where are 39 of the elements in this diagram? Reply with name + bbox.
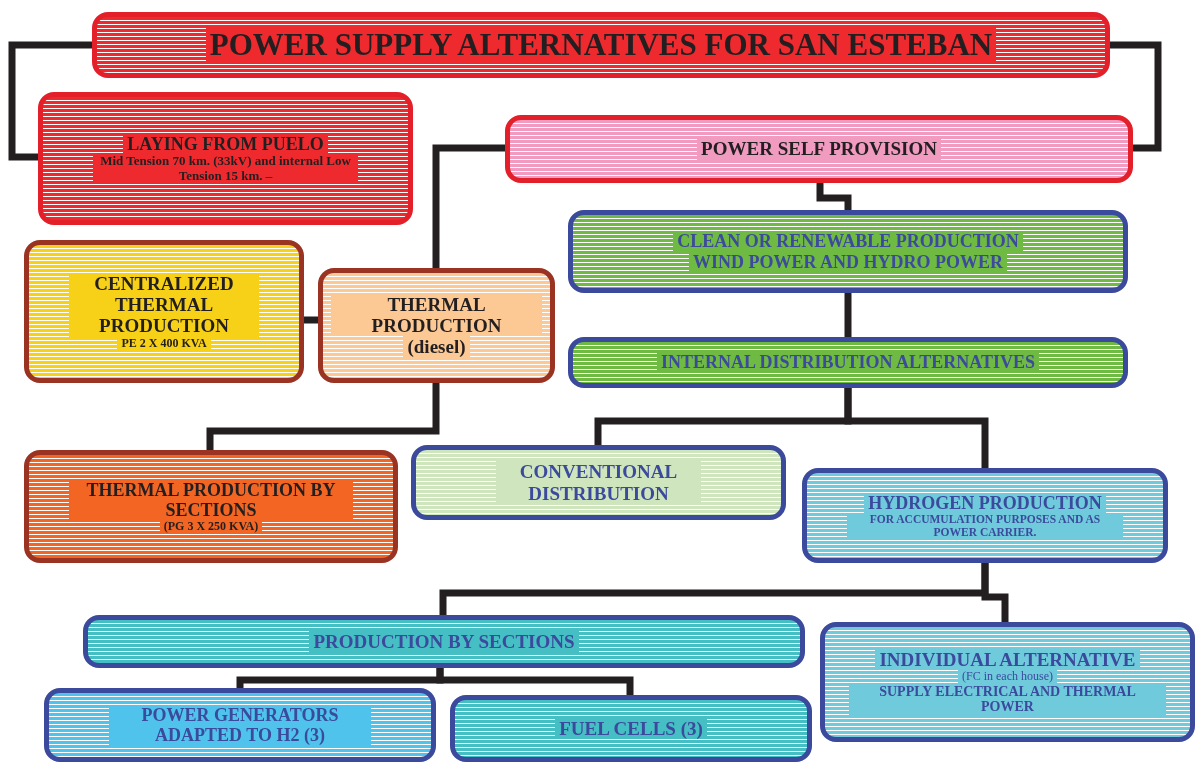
connector-line: [8, 41, 92, 161]
node-heading: LAYING FROM PUELO: [123, 133, 328, 155]
node-heading: INTERNAL DISTRIBUTION ALTERNATIVES: [656, 352, 1040, 373]
node-text: FOR ACCUMULATION PURPOSES AND AS POWER CARRIER.: [847, 512, 1123, 539]
node-heading: POWER SUPPLY ALTERNATIVES FOR SAN ESTEBAN: [205, 27, 997, 63]
connector-line: [206, 383, 440, 450]
node-heading: FUEL CELLS (3): [555, 717, 707, 740]
node-text: WIND POWER AND HYDRO POWER: [689, 251, 1007, 272]
process-box: [568, 337, 1128, 388]
connector-line: [432, 144, 505, 268]
process-box: [820, 622, 1195, 742]
process-box: [318, 268, 555, 383]
node-text: SUPPLY ELECTRICAL AND THERMAL POWER: [849, 683, 1166, 715]
process-box: [44, 688, 436, 762]
process-box: [24, 450, 398, 563]
node-heading: CONVENTIONAL DISTRIBUTION: [496, 461, 701, 504]
node-text: Mid Tension 70 km. (33kV) and internal Low Tension 15 km. –: [93, 154, 358, 184]
connector-line: [1110, 41, 1162, 152]
connector-line: [304, 316, 318, 324]
process-box: [38, 92, 413, 225]
node-text: (FC in each house): [958, 670, 1057, 684]
process-box: [24, 240, 304, 383]
process-box: [450, 695, 812, 762]
connector-line: [816, 183, 852, 210]
node-text: (diesel): [403, 336, 470, 358]
node-heading: POWER SELF PROVISION: [697, 138, 941, 160]
process-box: [411, 445, 786, 520]
connector-line: [844, 293, 852, 337]
node-heading: PRODUCTION BY SECTIONS: [309, 630, 579, 653]
connector-line: [844, 388, 989, 468]
connector-line: [436, 668, 634, 695]
node-heading: CLEAN OR RENEWABLE PRODUCTION: [673, 231, 1023, 252]
process-box: [505, 115, 1133, 183]
title-box: [92, 12, 1110, 78]
connector-line: [981, 563, 1009, 622]
node-heading: THERMAL PRODUCTION BY SECTIONS: [69, 479, 353, 520]
process-box: [83, 615, 805, 668]
process-box: [568, 210, 1128, 293]
process-box: [802, 468, 1168, 563]
